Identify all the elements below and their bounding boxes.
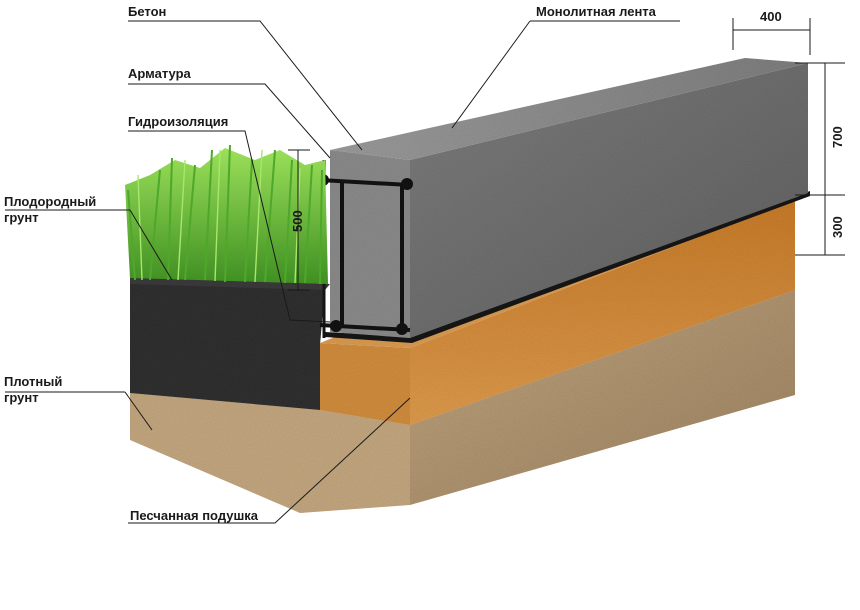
label-dense-soil-line2: грунт: [4, 390, 39, 405]
leader-lines: [5, 20, 680, 524]
label-fertile-soil-line1: Плодородный: [4, 194, 97, 209]
label-fertile-soil-line2: грунт: [4, 210, 39, 225]
label-fertile-soil: Плодородный грунт: [4, 194, 96, 226]
dimension-height-above: 700: [830, 126, 845, 148]
label-monolith-strip: Монолитная лента: [536, 4, 656, 19]
label-rebar: Арматура: [128, 66, 191, 81]
concrete-strip: [330, 58, 808, 338]
label-sand-cushion: Песчанная подушка: [130, 508, 259, 523]
dimension-sand-height: 300: [830, 216, 845, 238]
label-concrete: Бетон: [128, 4, 167, 19]
label-dense-soil-line1: Плотный: [4, 374, 63, 389]
dimension-width: 400: [760, 9, 782, 24]
fertile-soil-layer: [130, 276, 330, 410]
dimension-depth: 500: [290, 210, 305, 232]
rebar-cage: [317, 174, 413, 335]
dimension-lines: [288, 18, 845, 291]
grass: [125, 144, 328, 285]
label-dense-soil: Плотный грунт: [4, 374, 62, 406]
label-waterproofing: Гидроизоляция: [128, 114, 229, 129]
